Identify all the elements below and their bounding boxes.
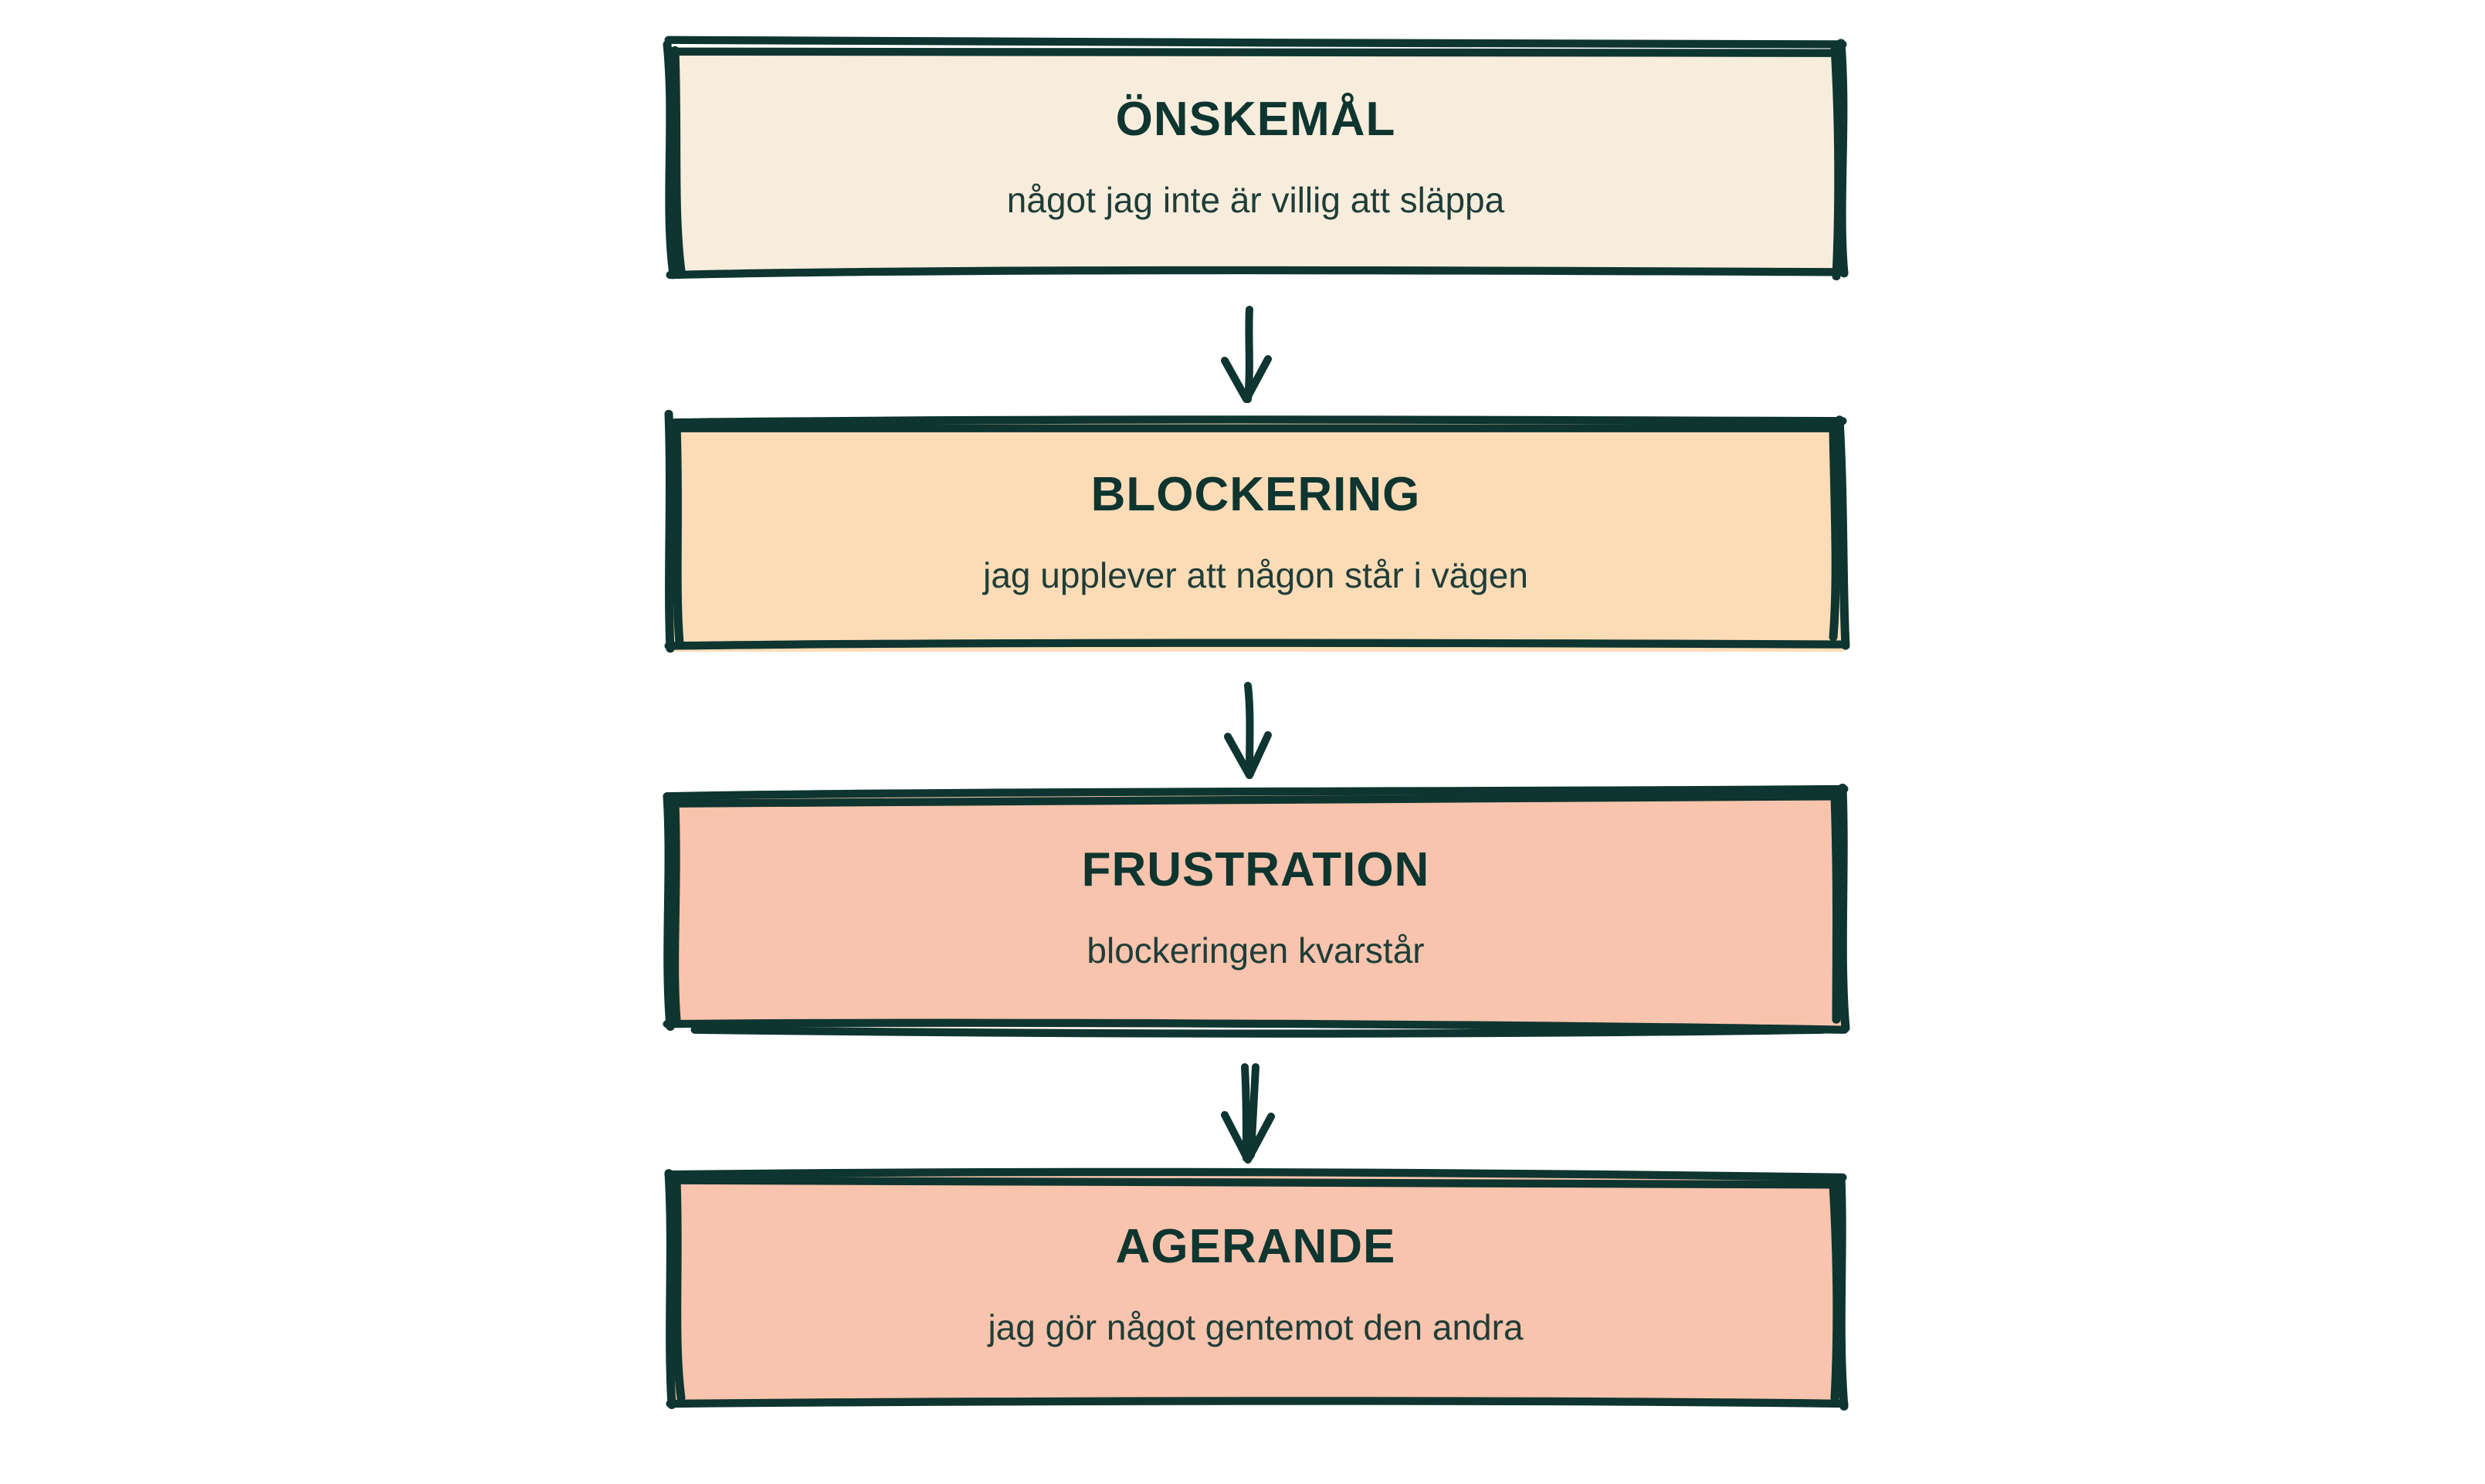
step-text: AGERANDE jag gör något gentemot den andr… xyxy=(664,1164,1847,1404)
flow-step-frustration: FRUSTRATION blockeringen kvarstår xyxy=(663,783,1850,1038)
arrow-down-icon xyxy=(1214,681,1283,781)
box-frame xyxy=(664,409,1850,653)
step-subtitle: blockeringen kvarstår xyxy=(1087,930,1425,971)
flow-step-blockering: BLOCKERING jag upplever att någon står i… xyxy=(664,409,1850,653)
flow-step-agerande: AGERANDE jag gör något gentemot den andr… xyxy=(664,1164,1849,1411)
step-title: AGERANDE xyxy=(1115,1220,1396,1273)
step-subtitle: jag upplever att någon står i vägen xyxy=(983,555,1528,595)
step-text: BLOCKERING jag upplever att någon står i… xyxy=(664,412,1847,652)
step-text: FRUSTRATION blockeringen kvarstår xyxy=(664,788,1847,1027)
step-text: ÖNSKEMÅL något jag inte är villig att sl… xyxy=(664,37,1847,276)
flow-step-onskemal: ÖNSKEMÅL något jag inte är villig att sl… xyxy=(663,36,1849,281)
box-frame xyxy=(664,1167,1849,1411)
box-frame xyxy=(663,36,1849,281)
arrow-down-icon xyxy=(1214,1063,1283,1164)
arrow-down-icon xyxy=(1214,305,1283,405)
step-subtitle: något jag inte är villig att släppa xyxy=(1006,180,1505,220)
step-title: ÖNSKEMÅL xyxy=(1115,93,1396,146)
step-title: BLOCKERING xyxy=(1090,468,1421,521)
step-title: FRUSTRATION xyxy=(1081,843,1430,896)
step-subtitle: jag gör något gentemot den andra xyxy=(988,1307,1524,1347)
box-frame xyxy=(663,783,1850,1038)
